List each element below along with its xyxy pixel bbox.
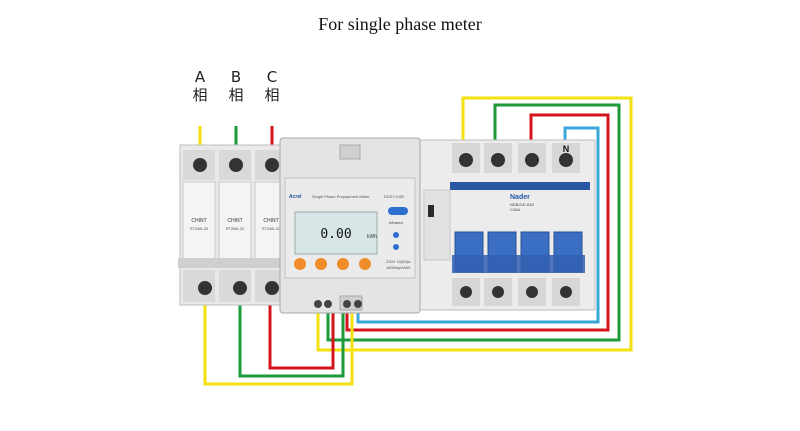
page-title: For single phase meter (318, 14, 482, 34)
left-breaker-brand-3: CHINT (263, 218, 278, 224)
meter-brand: Acrel (289, 194, 302, 200)
meter-model: DDSY1352 (384, 194, 405, 199)
meter-spec-2: 1600imp/kWh (386, 265, 410, 270)
left-breaker-brand: CHINT (191, 218, 206, 224)
right-breaker-brand: Nader (510, 194, 530, 201)
right-breaker-rating: C40A (510, 207, 520, 212)
wire-red-right (345, 113, 610, 332)
meter-button-3[interactable] (337, 258, 349, 270)
right-breaker-model: NDB2LE-63S (510, 202, 534, 207)
wire-yellow-bottom (203, 300, 354, 386)
infrared-label: Infrared (389, 220, 403, 225)
left-breaker-brand-2: CHINT (227, 218, 242, 224)
indicator-led-2 (393, 244, 399, 250)
infrared-port (388, 207, 408, 215)
neutral-label: N (563, 144, 570, 154)
left-breaker-model-2: RT28N-32 (226, 226, 245, 231)
wire-green-right (326, 103, 621, 342)
wire-yellow-right (316, 96, 633, 352)
meter-spec-1: 230V 10(60)A (386, 259, 411, 264)
meter-display-value: 0.00 (320, 227, 351, 242)
meter-button-2[interactable] (315, 258, 327, 270)
left-breaker-model: RT28N-32 (190, 226, 209, 231)
right-breaker: N Nader NDB2LE-63S C40A (419, 139, 596, 311)
wire-green-bottom (238, 300, 345, 378)
energy-meter: Acrel Single Phase Prepayment Meter DDSY… (279, 137, 421, 314)
meter-name: Single Phase Prepayment Meter (312, 194, 370, 199)
meter-unit: kWh (367, 234, 377, 240)
wire-red-bottom (268, 300, 335, 370)
bottom-wires (203, 300, 354, 386)
right-wires (316, 96, 633, 352)
meter-button-4[interactable] (359, 258, 371, 270)
left-breaker: CHINT CHINT CHINT RT28N-32 RT28N-32 RT28… (178, 144, 292, 306)
left-breaker-model-3: RT28N-32 (262, 226, 281, 231)
indicator-led-1 (393, 232, 399, 238)
wire-blue-right (356, 126, 600, 324)
meter-button-1[interactable] (294, 258, 306, 270)
